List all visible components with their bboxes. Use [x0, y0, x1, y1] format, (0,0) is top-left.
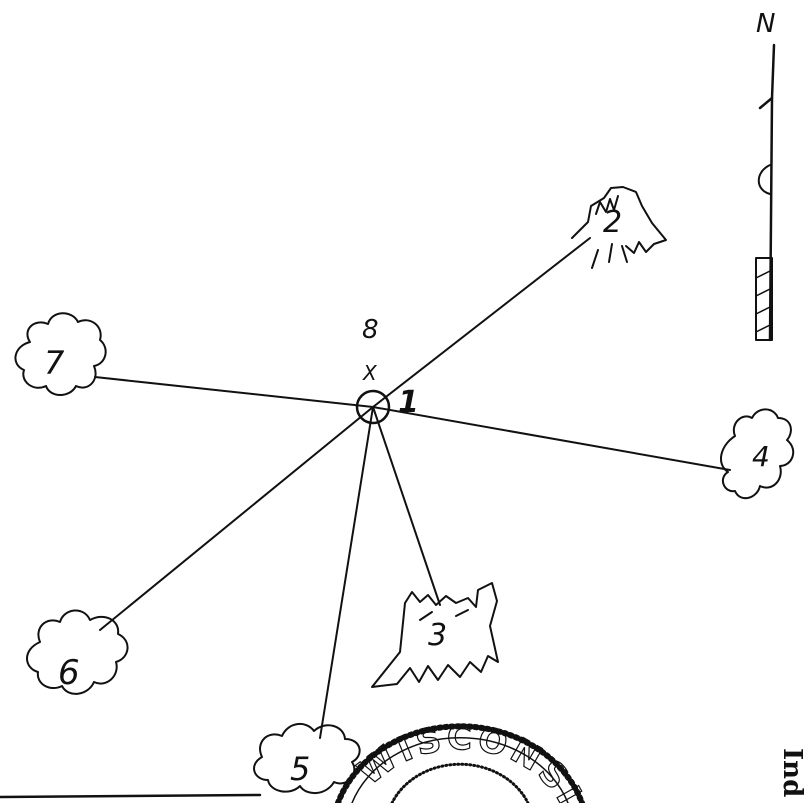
- bearing-lines: [0, 237, 731, 799]
- arrow-fletching: [755, 257, 773, 341]
- bottom-line: [0, 793, 262, 799]
- bush-5-label: 5: [290, 750, 310, 788]
- bush-6-label: 6: [58, 653, 80, 693]
- arrow-hook: [757, 164, 771, 195]
- marker-x: X: [362, 361, 378, 385]
- seal-text: WISCONSIN: [0, 0, 587, 803]
- line-to-4: [372, 406, 731, 471]
- margin-text: Ind: [777, 747, 807, 797]
- tree-3: 3: [371, 582, 499, 688]
- bush-7: 7: [14, 312, 107, 396]
- station-label: 1: [398, 385, 419, 420]
- tree-2: 2: [571, 186, 667, 269]
- arrow-shaft: [768, 96, 774, 342]
- line-to-2: [372, 237, 591, 408]
- bush-6: 6: [26, 609, 129, 695]
- tree-2-label: 2: [603, 205, 622, 240]
- bush-5: 5: [253, 723, 361, 794]
- wisconsin-seal: WISCONSIN: [0, 0, 587, 803]
- bush-4: 4: [719, 408, 795, 500]
- north-arrow: N: [755, 9, 775, 342]
- marker-number: 8: [362, 315, 379, 345]
- line-to-3: [372, 406, 441, 606]
- north-label: N: [756, 9, 775, 39]
- tree-3-label: 3: [428, 618, 447, 653]
- station-circle: [355, 389, 391, 425]
- fletching-hatch: [755, 269, 773, 333]
- bush-7-label: 7: [44, 344, 65, 382]
- line-to-5: [319, 406, 374, 739]
- bush-4-label: 4: [752, 440, 770, 473]
- line-to-6: [99, 406, 374, 631]
- line-to-7: [94, 376, 374, 408]
